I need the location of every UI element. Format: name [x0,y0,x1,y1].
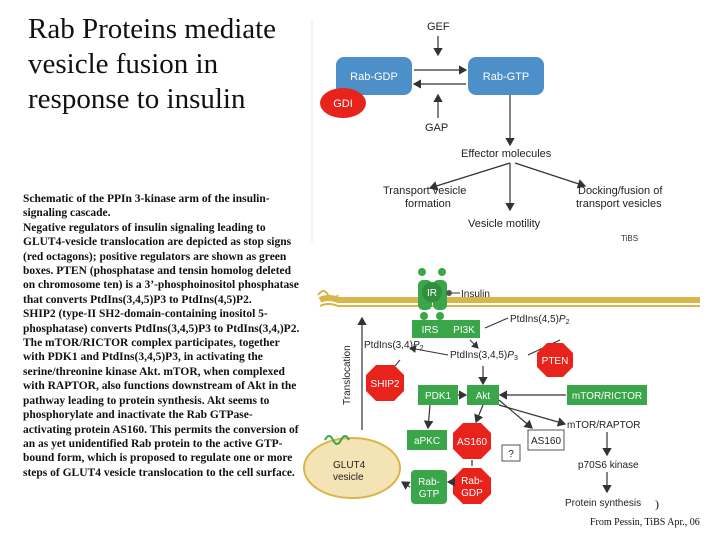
glut4-vesicle [303,437,401,499]
rab-gtp-label: Rab-GTP [483,71,529,83]
unknown-effector-box [501,444,521,462]
ship2-stop-sign [366,365,404,401]
rab-gtp-box [468,57,544,95]
page-title: Rab Proteins mediate vesicle fusion in r… [28,13,277,115]
rab-gdp-label: Rab-GDP [350,71,398,83]
irs-label: IRS [422,325,439,336]
irs-box [412,320,448,338]
as160-label: AS160 [457,437,487,448]
pi3k-label: PI3K [453,325,475,336]
mtor-raptor-label: mTOR/RAPTOR [567,420,641,431]
rab-gdp-red-label: Rab-GDP [461,476,483,499]
unknown-effector-label: ? [508,449,514,460]
gdi-oval [320,88,366,118]
ptdins45p2-label: PtdIns(4,5)P2 [510,314,570,326]
citation: From Pessin, TiBS Apr., 06 [590,517,700,528]
description-text: Schematic of the PPIn 3-kinase arm of th… [23,192,301,480]
akt-label: Akt [476,391,491,402]
ir-body [422,282,442,302]
apkc-label: aPKC [414,436,440,447]
rab-gtp-green-label: Rab-GTP [418,477,440,500]
as160-box [527,429,565,451]
apkc-box [407,430,447,450]
insulin-label: Insulin [461,289,490,300]
as160-stop-sign [453,423,491,459]
gef-label: GEF [427,21,450,33]
pten-label: PTEN [542,356,569,367]
ptdins34p2-label: PtdIns(3,4)P2 [364,340,424,352]
pdk1-label: PDK1 [425,391,452,402]
closing-paren: ) [655,497,659,511]
ptdins345p3-label: PtdIns(3,4,5)P3 [450,350,518,362]
ir-label: IR [427,288,437,299]
description-line-3: SHIP2 (type-II SH2-domain-containing ino… [23,308,300,479]
translocation-label: Translocation [342,345,353,405]
akt-box [467,385,499,405]
mtor-rictor-label: mTOR/RICTOR [572,391,642,402]
tibs-logo: TiBS [621,234,638,243]
gap-label: GAP [425,122,448,134]
effector-label: Effector molecules [461,148,552,160]
rab-cycle-diagram: GEF Rab-GDP Rab-GTP GDI GAP Effector mol… [311,20,663,243]
as160-box-label: AS160 [531,436,561,447]
pi3k-box [448,320,480,338]
rab-gtp-green-box [411,470,447,504]
ship2-label: SHIP2 [371,379,400,390]
vesicle-motility-label: Vesicle motility [468,218,541,230]
pdk1-box [418,385,458,405]
protein-synthesis-label: Protein synthesis [565,498,641,509]
insulin-signaling-diagram: IR Insulin Translocation IRS PI3K PtdIns… [303,268,700,509]
description-line-1: Schematic of the PPIn 3-kinase arm of th… [23,193,270,220]
description-line-2: Negative regulators of insulin signaling… [23,221,299,306]
mtor-rictor-box [567,385,647,405]
gdi-label: GDI [333,98,353,110]
rab-gdp-box [336,57,412,95]
pten-stop-sign [537,343,573,377]
rab-gdp-stop-sign [453,468,491,504]
p70s6-kinase-label: p70S6 kinase [578,460,639,471]
